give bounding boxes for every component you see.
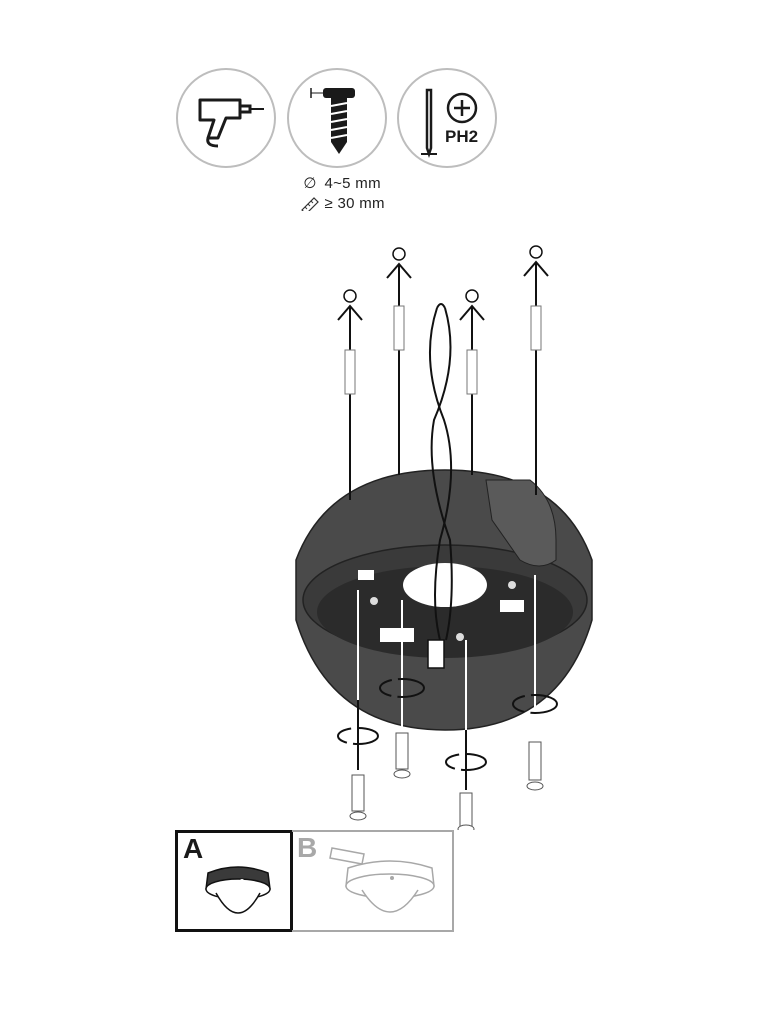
mount-slot (380, 628, 414, 642)
dome-camera-conduit-icon (329, 847, 435, 913)
screw-tool-circle (287, 68, 387, 168)
variant-b-label: B (297, 832, 318, 863)
rotate-icon (445, 753, 487, 771)
screwdriver-icon (421, 88, 478, 158)
mount-slot (358, 570, 374, 580)
screw-2 (379, 600, 425, 779)
length-value: ≥ 30 mm (324, 195, 385, 212)
mounting-box (295, 469, 593, 731)
length-spec: ≥ 30 mm (300, 195, 385, 215)
wall-anchor (344, 349, 356, 395)
bit-label: PH2 (445, 127, 479, 146)
wall-anchor (466, 349, 478, 395)
anchor-arrow-4 (523, 245, 549, 495)
cable-hole (403, 563, 487, 607)
screw-icon (310, 88, 355, 154)
anchor-arrow-1 (337, 289, 363, 500)
variant-b-box[interactable]: B (292, 830, 454, 932)
screw-3 (445, 640, 487, 830)
phillips-icon (446, 92, 478, 124)
drill-tool-circle (176, 68, 276, 168)
screw-4 (512, 575, 558, 791)
dome-camera-icon (205, 866, 271, 914)
wall-anchor (530, 305, 542, 351)
diameter-icon: ∅ (303, 175, 317, 192)
cable (427, 303, 453, 669)
anchor-arrow-3 (459, 289, 485, 475)
rotate-icon (337, 727, 379, 745)
rotate-icon (512, 694, 558, 714)
variant-a-label: A (183, 833, 204, 864)
mount-slot (500, 600, 524, 612)
anchor-arrow-2 (386, 247, 412, 475)
screwdriver-tool-circle: PH2 (397, 68, 497, 168)
drill-icon (198, 98, 264, 148)
mounting-diagram (295, 245, 593, 830)
rotate-icon (379, 678, 425, 698)
diameter-value: 4~5 mm (324, 175, 381, 192)
screw-1 (337, 590, 379, 821)
variant-a-box[interactable]: A (175, 830, 293, 932)
diameter-spec: ∅ 4~5 mm (300, 174, 381, 192)
wall-anchor (393, 305, 405, 351)
